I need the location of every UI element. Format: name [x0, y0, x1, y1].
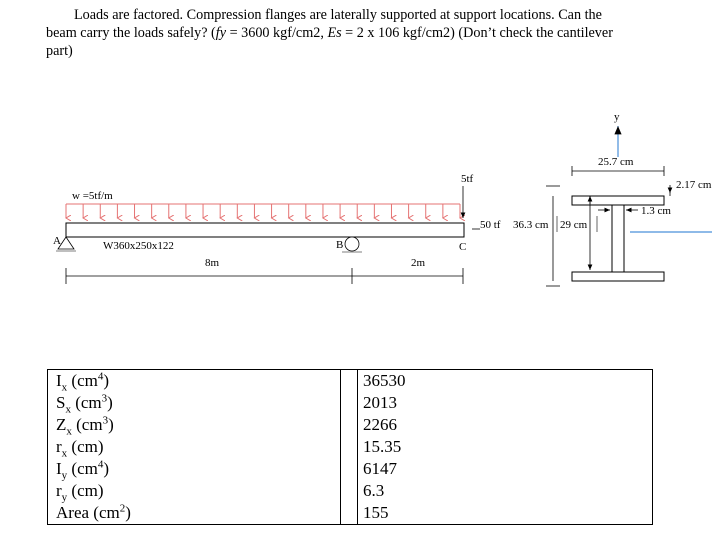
property-value: 2266 [357, 414, 653, 436]
point-load-label: 5tf [461, 173, 474, 185]
label-support-b: B [336, 239, 343, 251]
flange-thickness-label: 2.17 cm [676, 179, 712, 191]
property-name: Iy (cm4) [47, 458, 341, 481]
clear-depth-label: 29 cm [560, 219, 588, 231]
span-2-label: 2m [411, 257, 426, 269]
property-value: 155 [357, 502, 653, 525]
table-row: Zx (cm3) 2266 [47, 414, 653, 437]
flange-width-label: 25.7 cm [598, 156, 634, 168]
problem-line-2c: = 2 x 106 kgf/cm2) (Don’t check the cant… [341, 25, 613, 41]
beam-body [65, 222, 465, 238]
es-symbol: Es [327, 25, 342, 41]
table-row: rx (cm) 15.35 [47, 436, 653, 459]
load-label: w =5tf/m [72, 190, 113, 202]
property-value: 36530 [357, 369, 653, 392]
support-a [56, 236, 76, 252]
cross-section [571, 195, 665, 282]
problem-line-1: Loads are factored. Compression flanges … [74, 7, 602, 23]
label-point-c: C [459, 241, 466, 253]
span-1-label: 8m [205, 257, 220, 269]
problem-statement: Loads are factored. Compression flanges … [46, 6, 666, 60]
y-axis-label: y [614, 111, 620, 123]
problem-line-2a: beam carry the loads safely? ( [46, 25, 216, 41]
section-load-label: 50 tf [480, 219, 501, 231]
property-name: Ix (cm4) [47, 369, 341, 393]
web-thickness-label: 1.3 cm [641, 205, 671, 217]
label-support-a: A [53, 235, 61, 247]
property-name: ry (cm) [47, 480, 341, 503]
table-row: Area (cm2) 155 [47, 502, 653, 525]
table-row: Iy (cm4) 6147 [47, 458, 653, 481]
property-value: 6147 [357, 458, 653, 480]
property-value: 15.35 [357, 436, 653, 458]
property-name: Area (cm2) [47, 502, 341, 525]
load-arrows [66, 204, 460, 218]
property-name: rx (cm) [47, 436, 341, 459]
problem-line-3: part) [46, 43, 73, 59]
property-name: Zx (cm3) [47, 414, 341, 437]
table-row: Ix (cm4) 36530 [47, 369, 653, 393]
table-row: Sx (cm3) 2013 [47, 392, 653, 415]
property-name: Sx (cm3) [47, 392, 341, 415]
property-value: 2013 [357, 392, 653, 414]
problem-line-2b: = 3600 kgf/cm2, [226, 25, 328, 41]
support-b [342, 236, 362, 253]
depth-label: 36.3 cm [513, 219, 549, 231]
table-row: ry (cm) 6.3 [47, 480, 653, 503]
property-value: 6.3 [357, 480, 653, 502]
fy-symbol: fy [215, 25, 227, 41]
section-label: W360x250x122 [103, 240, 174, 252]
